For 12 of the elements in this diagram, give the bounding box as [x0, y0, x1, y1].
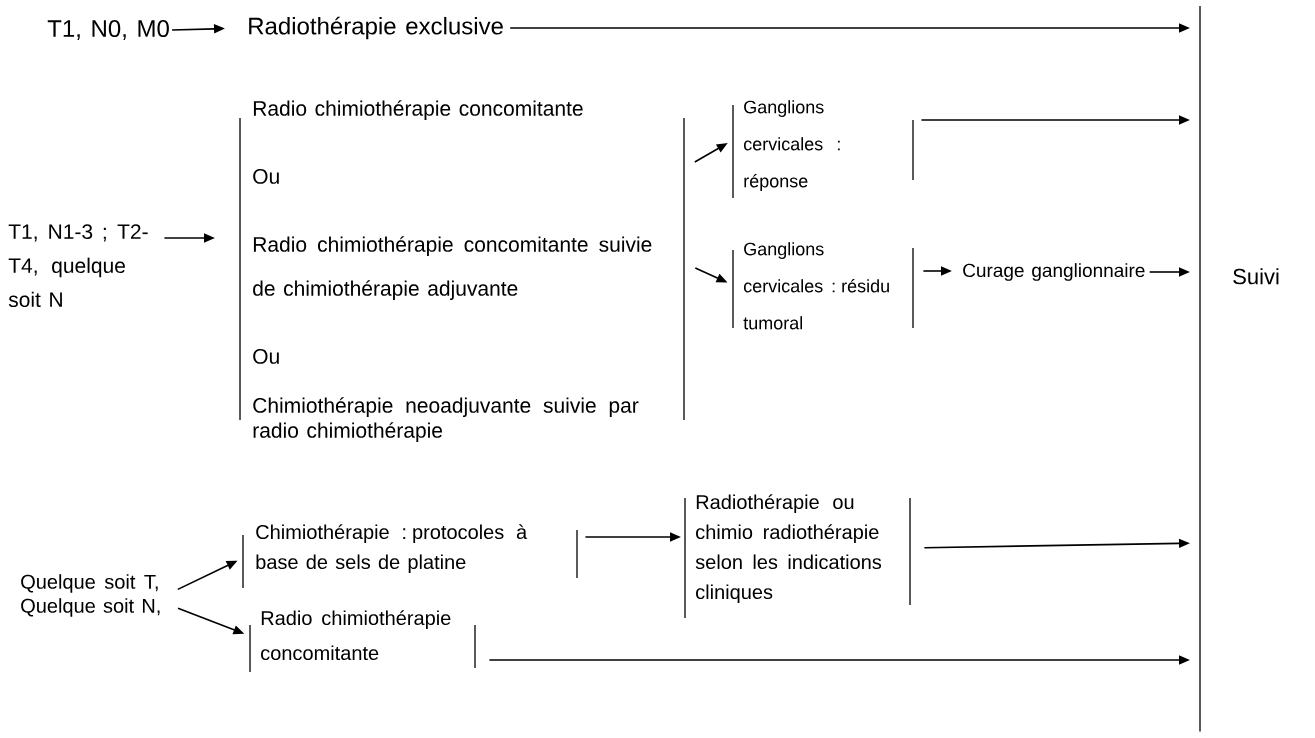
- treatment-label: Curage ganglionnaire: [963, 263, 1145, 281]
- stage-label: T1, N1-3 ; T2-T4, quelque soit N: [8, 224, 148, 308]
- treatment-block: Radio chimiothérapie concomitante: [249, 610, 476, 673]
- treatment-label: Radiothérapie exclusive: [249, 16, 503, 40]
- finding-block: Ganglions cervicales : réponse: [732, 100, 914, 199]
- treatment-block: Chimiothérapie : protocoles à base de sels de platine: [242, 524, 578, 589]
- follow-up-column: Suivi: [1199, 5, 1279, 733]
- stage-label: T1, N0, M0: [47, 20, 169, 40]
- finding-block: Ganglions cervicales : résidu tumoral: [732, 242, 914, 330]
- treatment-block: Radiothérapie ou chimio radiothérapie selon les indications cliniques: [684, 494, 911, 619]
- stage-label: Quelque soit T, Quelque soit N,: [21, 574, 160, 617]
- treatment-options-block: Radio chimiothérapie concomitante Ou Radio chimiothérapie concomitante suivie de chimiothérapie adjuvante Ou Chimiothérapie neoadjuvante suivie par radio chimiothérapie: [239, 100, 685, 442]
